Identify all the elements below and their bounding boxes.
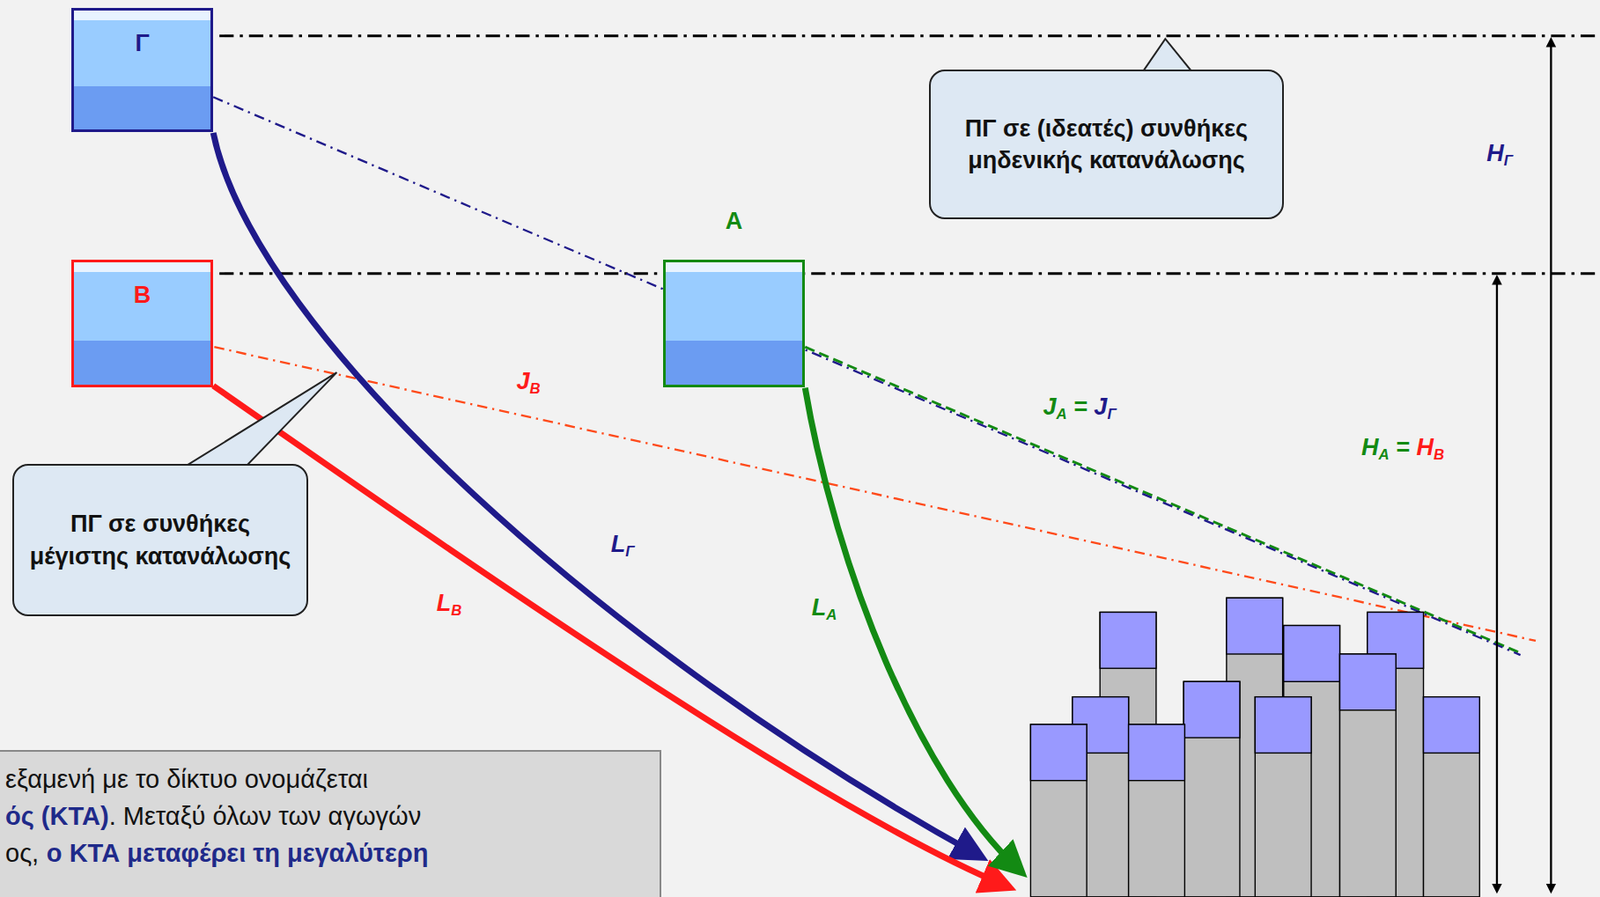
tank-name: Β: [73, 281, 211, 310]
building: [1423, 697, 1481, 897]
grade-line: [213, 346, 1536, 642]
building: [1340, 654, 1397, 897]
symbol-label: HΓ: [1486, 140, 1513, 170]
callout-box: ΠΓ σε συνθήκες μέγιστης κατανάλωσης: [12, 464, 309, 617]
dimension-arrow: [1549, 41, 1552, 891]
building-roof: [1254, 697, 1312, 754]
note-text: ος,: [5, 839, 39, 868]
tank-name: Α: [665, 207, 803, 236]
tank: Α: [663, 259, 805, 388]
callout-text: ΠΓ σε συνθήκες μέγιστης κατανάλωσης: [28, 508, 293, 573]
grade-line: [213, 96, 1520, 656]
level-line: [219, 272, 1600, 275]
symbol-label: LΓ: [611, 530, 635, 561]
callout-pointer: [1142, 38, 1193, 72]
building-roof: [1128, 724, 1186, 782]
building: [1030, 724, 1087, 897]
note-text: ός (ΚΤΑ): [5, 802, 110, 831]
building-roof: [1283, 626, 1341, 683]
dimension-arrow: [1496, 279, 1498, 891]
building: [1183, 681, 1240, 897]
building-roof: [1340, 654, 1397, 711]
symbol-label: LΒ: [436, 589, 463, 620]
note-line: ος,ο ΚΤΑ μεταφέρει τη μεγαλύτερη: [5, 834, 655, 872]
tank: Γ: [71, 7, 214, 133]
note-line: εξαμενή με το δίκτυο ονομάζεται: [5, 760, 655, 798]
building: [1254, 697, 1312, 897]
building-roof: [1226, 597, 1283, 655]
building-roof: [1183, 681, 1240, 738]
symbol-label: LΑ: [811, 594, 838, 624]
pipe: [213, 132, 978, 856]
level-line: [219, 34, 1600, 37]
building-roof: [1423, 697, 1481, 754]
grade-line: [804, 346, 1520, 654]
symbol-label: JΑ = JΓ: [1042, 393, 1116, 423]
note-text: . Μεταξύ όλων των αγωγών: [109, 802, 422, 831]
note-line: ός (ΚΤΑ). Μεταξύ όλων των αγωγών: [5, 797, 655, 835]
note-text: ο ΚΤΑ μεταφέρει τη μεγαλύτερη: [46, 839, 429, 868]
symbol-label: HΑ = HΒ: [1361, 434, 1445, 464]
building: [1128, 724, 1186, 897]
tank: Β: [71, 259, 214, 388]
note-text: εξαμενή με το δίκτυο ονομάζεται: [5, 765, 369, 794]
building-roof: [1099, 611, 1157, 669]
callout-box: ΠΓ σε (ιδεατές) συνθήκες μηδενικής καταν…: [929, 69, 1284, 220]
note-box: εξαμενή με το δίκτυο ονομάζεται ός (ΚΤΑ).…: [0, 750, 662, 897]
callout-text: ΠΓ σε (ιδεατές) συνθήκες μηδενικής καταν…: [944, 112, 1269, 177]
pipe: [804, 388, 1018, 871]
building-roof: [1030, 724, 1087, 782]
city-buildings: [1030, 597, 1480, 897]
symbol-label: JΒ: [516, 368, 540, 398]
tank-name: Γ: [73, 29, 211, 58]
